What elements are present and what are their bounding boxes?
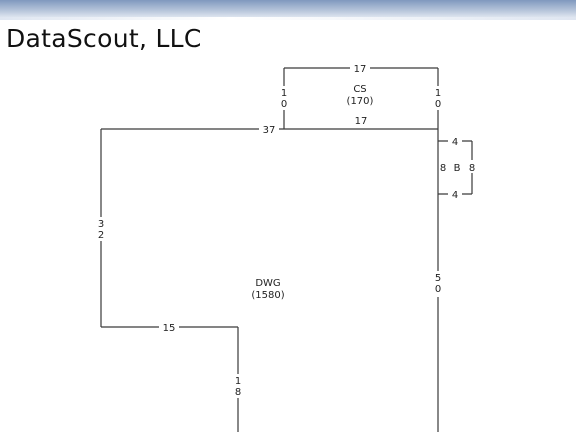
cs-top-dimension: 17 xyxy=(354,64,367,75)
b-right-dimension: 8 xyxy=(469,163,475,174)
company-name: DataScout, LLC xyxy=(6,24,202,53)
label-gap xyxy=(277,86,291,110)
cs-area-code: CS xyxy=(353,84,366,95)
dwg-area-value: (1580) xyxy=(251,290,284,301)
dwg-area-code: DWG xyxy=(255,278,280,289)
label-gap xyxy=(231,374,245,398)
b-left-dimension: 8 xyxy=(440,163,446,174)
cs-bottom-dimension: 17 xyxy=(355,116,368,127)
label-gap xyxy=(448,188,462,200)
label-gap xyxy=(259,123,279,135)
label-gap xyxy=(94,217,108,241)
top-banner xyxy=(0,0,576,20)
label-gap xyxy=(350,62,370,74)
label-gap xyxy=(448,135,462,147)
dwg-top-left-dimension: 37 xyxy=(263,125,276,136)
label-gap xyxy=(431,86,445,110)
b-top-dimension: 4 xyxy=(452,137,458,148)
dwg-step-dimension: 15 xyxy=(163,323,176,334)
label-gap xyxy=(466,160,478,173)
b-bottom-dimension: 4 xyxy=(452,190,458,201)
cs-area-value: (170) xyxy=(347,96,374,107)
b-area-code: B xyxy=(454,163,461,174)
label-gap xyxy=(159,321,179,333)
label-gap xyxy=(431,271,445,297)
